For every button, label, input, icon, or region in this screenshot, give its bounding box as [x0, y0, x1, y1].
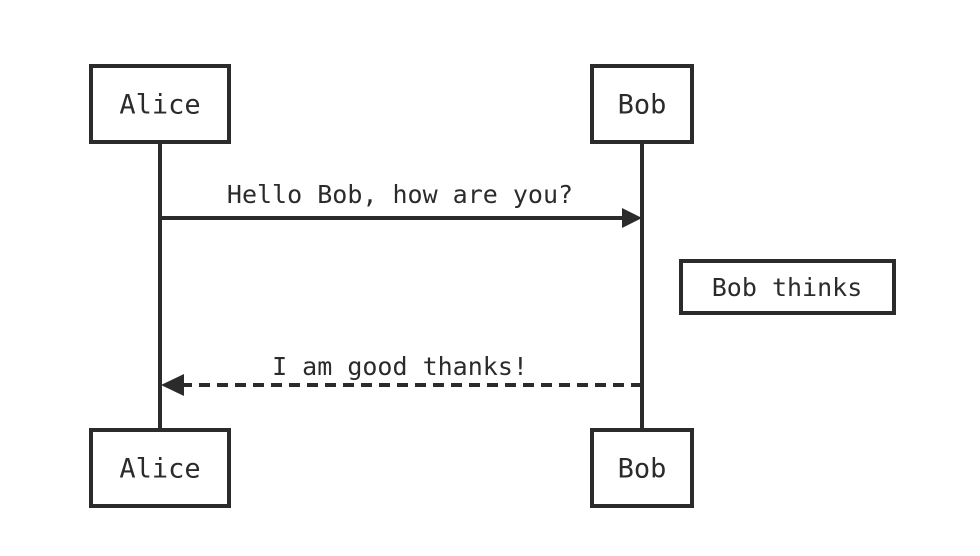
participant-box-alice-top[interactable]: [89, 64, 231, 144]
participant-label-alice-top: Alice: [119, 90, 200, 121]
participant-label-bob-bottom: Bob: [618, 454, 667, 485]
participant-label-alice-bottom: Alice: [119, 454, 200, 485]
message-label-hello: Hello Bob, how are you?: [227, 180, 573, 209]
participant-box-bob-top[interactable]: [590, 64, 694, 144]
participant-box-bob-bottom[interactable]: [590, 428, 694, 508]
participant-box-alice-bottom[interactable]: [89, 428, 231, 508]
message-label-reply: I am good thanks!: [272, 352, 528, 381]
participant-label-bob-top: Bob: [618, 90, 667, 121]
arrowhead-right-icon: [622, 208, 642, 228]
arrowhead-left-icon: [161, 374, 184, 396]
note-label-bob-thinks: Bob thinks: [712, 273, 863, 302]
note-box-bob-thinks[interactable]: [679, 259, 896, 315]
